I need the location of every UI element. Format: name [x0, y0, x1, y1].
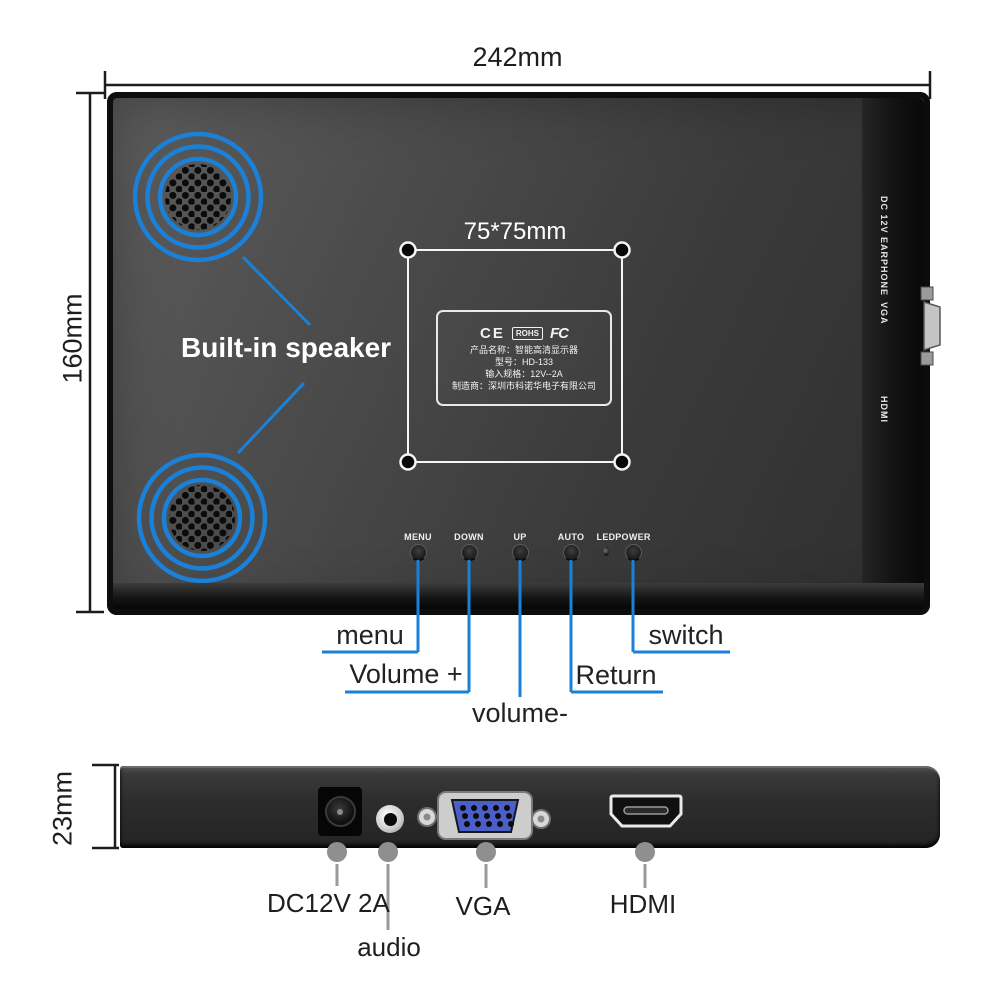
button-down-label: DOWN: [454, 532, 484, 542]
button-up-label: UP: [513, 532, 527, 542]
vesa-hole-bottom-left: [399, 453, 417, 471]
dc-callout-dot-icon: [327, 842, 347, 862]
vga-callout-dot-icon: [476, 842, 496, 862]
button-power-label: POWER: [615, 532, 651, 542]
callout-volume-up: Volume +: [349, 659, 463, 689]
dc-power-port: [318, 787, 362, 836]
speaker-pointer-line-bottom: [236, 381, 306, 455]
callout-return: Return: [575, 660, 657, 690]
callout-switch: switch: [648, 620, 724, 650]
vesa-mount-square: [399, 241, 631, 471]
hdmi-callout-dot-icon: [635, 842, 655, 862]
sticker-manufacturer: 制造商：深圳市科诺华电子有限公司: [451, 380, 596, 391]
edge-label-power-earphone: DC 12V EARPHONE: [879, 196, 889, 297]
vesa-hole-top-left: [399, 241, 417, 259]
audio-callout-dot-icon: [378, 842, 398, 862]
vesa-size-label: 75*75mm: [463, 218, 567, 245]
led-indicator: LED: [584, 532, 628, 556]
port-label-audio: audio: [357, 932, 421, 962]
audio-hole-icon: [383, 812, 397, 826]
edge-label-hdmi: HDMI: [879, 396, 889, 423]
ce-mark-icon: CE: [480, 324, 505, 342]
dc-pin-icon: [337, 808, 343, 815]
sticker-model: 型号：HD-133: [494, 356, 553, 367]
led-label: LED: [596, 532, 616, 542]
port-label-dc: DC12V 2A: [267, 888, 390, 918]
cert-logos: CE ROHS FC: [480, 324, 569, 342]
vesa-hole-top-right: [613, 241, 631, 259]
dc-barrel-icon: [324, 796, 356, 827]
fcc-mark-icon: FC: [549, 324, 569, 342]
button-menu-label: MENU: [404, 532, 432, 542]
back-panel-graphics: [132, 131, 631, 584]
audio-port: [376, 805, 404, 833]
speaker-bottom: [136, 452, 268, 584]
sticker-input-spec: 输入规格：12V--2A: [485, 368, 563, 379]
back-panel-port-edge: [862, 98, 924, 609]
hdmi-port: [609, 794, 683, 828]
callout-volume-down: volume-: [471, 698, 569, 728]
rohs-mark-icon: ROHS: [511, 326, 543, 340]
port-label-vga: VGA: [455, 891, 511, 921]
callout-menu: menu: [336, 620, 404, 650]
edge-label-vga: VGA: [879, 302, 889, 325]
dimension-thickness-lines: [92, 763, 119, 850]
sticker-product-name: 产品名称：智能高清显示器: [469, 344, 578, 355]
vga-port: [417, 791, 551, 840]
button-callout-lines: [322, 560, 730, 697]
led-light-icon: [603, 547, 609, 556]
dimension-height-lines: [76, 91, 104, 614]
speaker-top: [132, 131, 264, 263]
product-sticker: CE ROHS FC 产品名称：智能高清显示器 型号：HD-133 输入规格：1…: [436, 310, 612, 406]
monitor-side-view: [120, 766, 940, 848]
button-auto-label: AUTO: [557, 532, 585, 542]
port-callout-markers: [327, 842, 655, 930]
port-label-hdmi: HDMI: [609, 889, 677, 919]
dimension-width-label: 242mm: [472, 42, 563, 72]
built-in-speaker-label: Built-in speaker: [181, 332, 392, 363]
vesa-hole-bottom-right: [613, 453, 631, 471]
vga-edge-protrusion-icon: [920, 286, 941, 366]
dimension-width-lines: [103, 71, 932, 99]
speaker-pointer-line-top: [241, 255, 312, 327]
